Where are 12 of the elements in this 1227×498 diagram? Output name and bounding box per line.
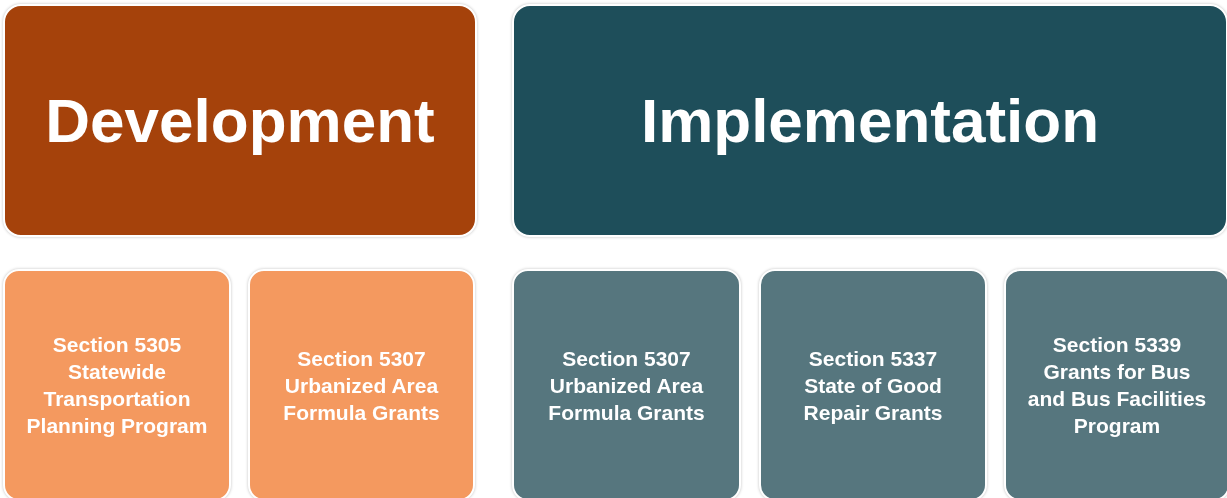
category-box [3, 4, 477, 237]
program-box [512, 269, 741, 498]
program-box [248, 269, 475, 498]
program-box [3, 269, 231, 498]
category-box [512, 4, 1227, 237]
box-text: Section 5307 Urbanized Area Formula Grants [547, 345, 706, 426]
box-text: Section 5337 State of Good Repair Grants [802, 345, 944, 426]
box-text: Section 5307 Urbanized Area Formula Grants [282, 345, 441, 426]
box-text: Section 5305 Statewide Transportation Planning Program [25, 332, 209, 439]
box-text: Section 5339 Grants for Bus and Bus Facilities Program [1026, 332, 1208, 439]
program-box [759, 269, 987, 498]
program-box [1004, 269, 1227, 498]
